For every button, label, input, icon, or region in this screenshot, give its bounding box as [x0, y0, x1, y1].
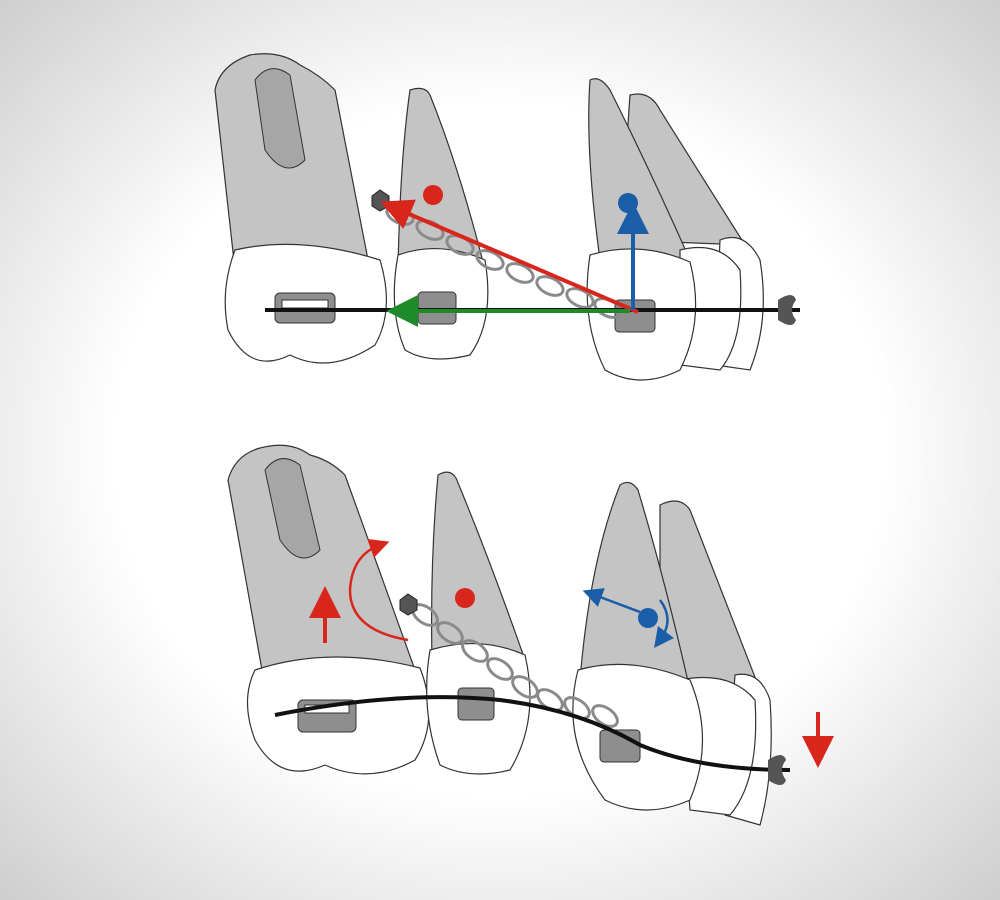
molar-tooth-icon	[227, 444, 430, 775]
bottom-panel	[227, 444, 834, 826]
center-of-resistance-icon	[455, 588, 475, 608]
premolar-tooth-icon	[426, 471, 531, 775]
wire-stop-icon	[768, 755, 786, 785]
center-of-resistance-icon	[423, 185, 443, 205]
mini-screw-icon	[399, 593, 418, 616]
canine-incisors-tooth-icon	[586, 78, 764, 381]
top-panel	[214, 53, 800, 381]
deflected-archwire	[274, 695, 791, 772]
center-of-resistance-icon	[638, 608, 658, 628]
center-of-resistance-icon	[618, 193, 638, 213]
canine-incisors-tooth-icon	[572, 481, 772, 826]
retraction-force-arrow	[380, 199, 639, 314]
wire-stop-icon	[778, 295, 796, 325]
canine-rotation-arc-arrow	[654, 599, 674, 649]
rotation-arc-arrow	[348, 538, 409, 642]
tipping-arrow	[582, 588, 641, 614]
